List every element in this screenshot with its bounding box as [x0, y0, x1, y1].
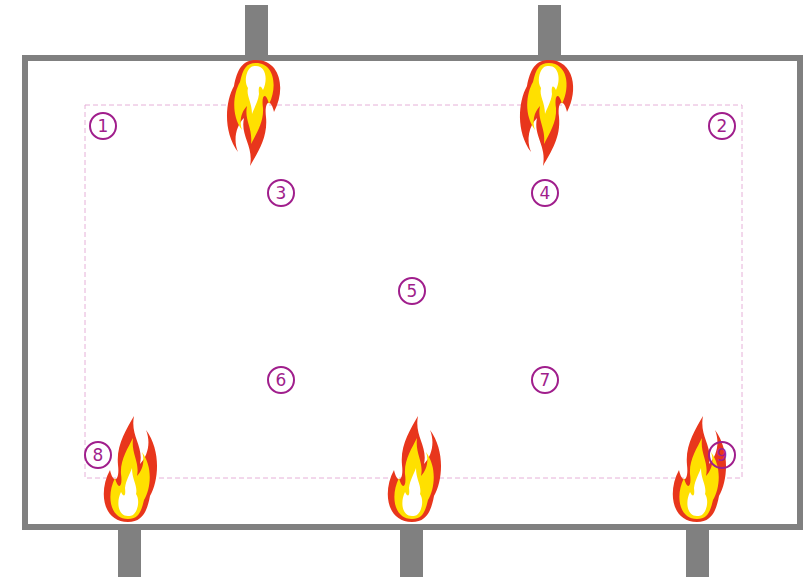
- callout-number: 1: [98, 118, 109, 135]
- burner-flame: [227, 60, 280, 166]
- measurement-point: 3: [267, 179, 295, 207]
- pipe: [538, 5, 561, 59]
- pipe: [245, 5, 268, 59]
- pipe: [400, 526, 423, 577]
- callout-number: 9: [717, 447, 728, 464]
- burner-flame: [104, 416, 157, 522]
- callout-number: 2: [717, 118, 728, 135]
- measurement-point: 6: [267, 366, 295, 394]
- burner-flame: [388, 416, 441, 522]
- callout-number: 3: [276, 185, 287, 202]
- furnace-wall: [25, 58, 800, 527]
- pipe: [118, 526, 141, 577]
- burner-flame: [520, 60, 573, 166]
- burner-flame: [673, 416, 726, 522]
- measurement-point: 2: [708, 112, 736, 140]
- measurement-point: 9: [708, 441, 736, 469]
- measurement-point: 5: [398, 277, 426, 305]
- callout-number: 4: [540, 185, 551, 202]
- pipe: [686, 526, 709, 577]
- callout-number: 6: [276, 372, 287, 389]
- measurement-point: 1: [89, 112, 117, 140]
- callout-number: 8: [93, 447, 104, 464]
- callout-number: 5: [407, 283, 418, 300]
- measurement-point: 4: [531, 179, 559, 207]
- callout-number: 7: [540, 372, 551, 389]
- measurement-point: 7: [531, 366, 559, 394]
- measurement-grid: [85, 105, 742, 478]
- measurement-point: 8: [84, 441, 112, 469]
